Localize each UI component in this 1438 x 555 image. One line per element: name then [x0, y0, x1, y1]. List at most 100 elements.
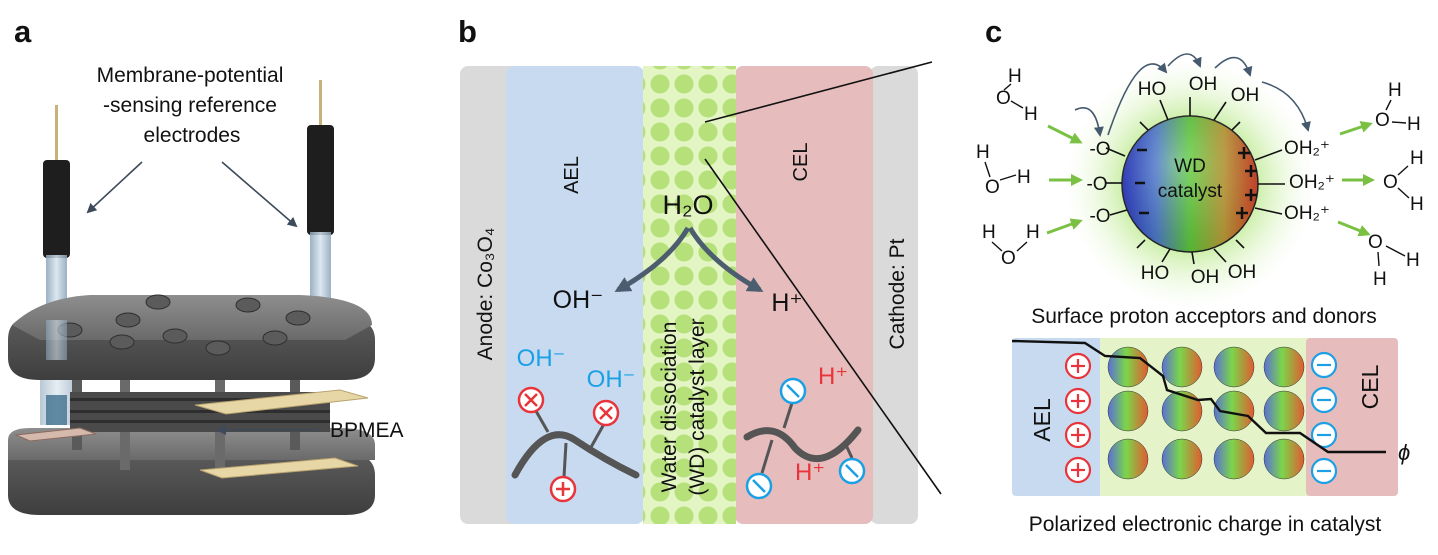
ael-polymer-chain [511, 431, 640, 479]
cel-fixed-anion-2 [745, 472, 773, 500]
hydroxide-arrow [614, 226, 691, 293]
ael-label-b: AEL [561, 156, 583, 194]
cel-layer [735, 66, 873, 524]
svg-text:H: H [1406, 250, 1420, 271]
polarized-catalyst-particles [1107, 346, 1305, 480]
cel-fixed-anion-3 [838, 457, 866, 485]
ael-interface-positive-signs [1071, 359, 1085, 477]
panel-a: a Membrane-potential -sensing reference … [8, 14, 404, 515]
svg-text:H: H [1026, 222, 1040, 243]
electrodes-label-line-2: -sensing reference [103, 94, 277, 117]
ael-mobile-ion-2: OH⁻ [587, 366, 636, 393]
water-label: H₂O [663, 190, 714, 220]
panel-label-b: b [458, 14, 477, 49]
svg-text:H: H [1024, 104, 1038, 125]
svg-text:O: O [985, 177, 1000, 198]
svg-text:H: H [982, 222, 996, 243]
zoom-line-top [704, 61, 933, 123]
svg-text:O: O [1001, 248, 1016, 269]
acceptor-group-2: -O [1086, 174, 1107, 195]
proton-arrow [687, 226, 764, 293]
bpmea-cell-hardware [8, 294, 375, 515]
panel-label-c: c [985, 14, 1002, 49]
svg-text:O: O [1368, 232, 1383, 253]
ael-polymer-branch-3 [588, 423, 606, 450]
phi-symbol: ϕ [1398, 440, 1410, 465]
wd-catalyst-sphere-shade [1122, 116, 1258, 252]
svg-text:H: H [1410, 194, 1424, 215]
panel-c: c WD catalyst [976, 14, 1424, 536]
svg-text:H: H [1017, 167, 1031, 188]
proton-label: H⁺ [771, 289, 802, 317]
reference-electrode-right [307, 80, 334, 312]
water-molecule-right-2: HOH [1383, 148, 1424, 215]
acceptor-group-3: -O [1089, 206, 1110, 227]
polarized-cel [1306, 338, 1398, 496]
svg-text:O: O [996, 88, 1011, 109]
water-in-arrows [1046, 124, 1083, 235]
cathode-label: Cathode: Pt [886, 238, 909, 349]
water-molecule-left-1: HOH [996, 66, 1038, 125]
svg-text:H: H [976, 142, 990, 163]
svg-text:H: H [1373, 269, 1387, 290]
svg-text:O: O [1383, 172, 1398, 193]
bpmea-label: BPMEA [330, 419, 404, 442]
electrode-pointer-right [221, 161, 298, 228]
svg-text:H: H [1410, 148, 1424, 169]
potential-profile-line [1011, 339, 1386, 454]
cel-mobile-ion-1: H⁺ [818, 363, 848, 390]
electrodes-label-line-1: Membrane-potential [97, 64, 284, 87]
donor-group-1: OH₂⁺ [1284, 138, 1330, 159]
polarized-cel-label: CEL [1357, 364, 1383, 409]
polarized-ael [1012, 338, 1108, 496]
electrodes-label-line-3: electrodes [144, 124, 241, 147]
panel-b: b Anode: Co₃O₄ AEL CEL Cathode: Pt Water… [458, 14, 942, 524]
ael-polymer-branch-2 [562, 442, 568, 478]
surface-caption: Surface proton acceptors and donors [1031, 305, 1377, 328]
ael-fixed-cation-3 [549, 475, 577, 503]
sphere-negative-signs [1135, 148, 1149, 215]
catalyst-label-line-1: WD [1174, 156, 1206, 177]
surface-group-top-left: HO [1138, 79, 1167, 100]
donor-group-3: OH₂⁺ [1284, 203, 1330, 224]
surface-group-bottom-center: OH [1191, 267, 1220, 288]
surface-group-top-center: OH [1189, 74, 1218, 95]
catalyst-label-line-2: catalyst [1158, 181, 1223, 202]
surface-group-bottom-right: OH [1228, 262, 1257, 283]
ael-mobile-ion-1: OH⁻ [517, 345, 566, 372]
surface-group-bottom-left: HO [1141, 263, 1170, 284]
ael-fixed-cation-1 [517, 386, 545, 414]
zoom-line-bottom [704, 158, 942, 495]
water-molecule-left-3: H HO [982, 222, 1040, 269]
wd-catalyst-layer [643, 66, 736, 524]
water-out-arrows [1337, 121, 1375, 237]
acceptor-group-1: -O [1089, 139, 1110, 160]
surface-bonds [1105, 97, 1285, 265]
cel-fixed-anion-1 [779, 377, 807, 405]
ael-polymer-branch-1 [534, 410, 550, 433]
cel-polymer-chain [743, 426, 862, 463]
svg-text:H: H [1407, 114, 1421, 135]
svg-text:H: H [1388, 80, 1402, 101]
wd-layer-label-line-1: Water dissociation [658, 322, 681, 493]
polarized-diagram: AEL CEL [1011, 338, 1410, 496]
donor-group-2: OH₂⁺ [1289, 172, 1335, 193]
cel-label-b: CEL [790, 143, 812, 182]
polarized-ael-label: AEL [1029, 398, 1055, 442]
cel-interface-negative-signs [1317, 363, 1331, 473]
cel-polymer-branch-3 [844, 444, 854, 459]
cel-polymer-branch-1 [782, 402, 794, 429]
water-molecule-right-3: OHH [1368, 232, 1420, 290]
cel-interface-negative-charges [1310, 351, 1338, 485]
surface-group-top-right: OH [1231, 85, 1260, 106]
anode-label: Anode: Co₃O₄ [474, 228, 497, 361]
ael-fixed-cation-2 [592, 399, 620, 427]
cel-mobile-ion-2: H⁺ [795, 459, 825, 486]
panel-label-a: a [14, 14, 32, 49]
wd-layer-label-line-2: (WD) catalyst layer [686, 318, 709, 495]
cel-polymer-branch-2 [760, 439, 774, 474]
svg-text:O: O [1375, 110, 1390, 131]
